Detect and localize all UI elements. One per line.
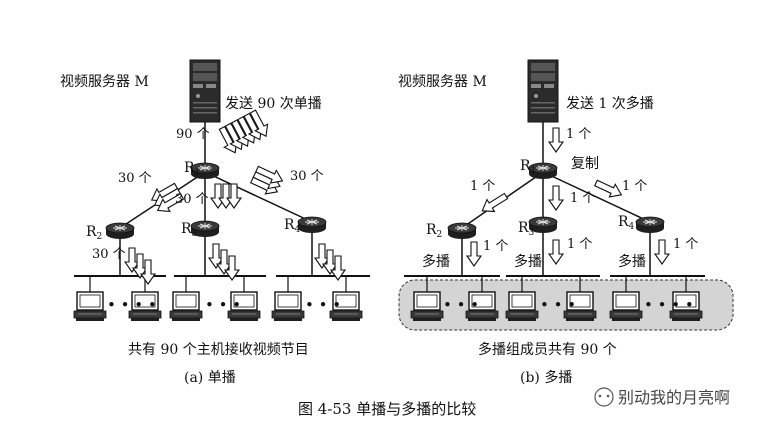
router-r2-icon (105, 222, 135, 240)
server-label: 视频服务器 M (60, 74, 149, 90)
r1-in-label: 1 个 (566, 127, 591, 142)
lan3-label: 多播 (618, 253, 646, 270)
router-r4-icon (297, 216, 327, 234)
host-icon (505, 291, 539, 322)
ellipsis: • • • • (107, 296, 157, 314)
r1-to-r3-label: 1 个 (570, 191, 595, 206)
wechat-icon (594, 387, 614, 407)
r4-label: R4 (284, 217, 301, 235)
video-server-icon (527, 59, 559, 123)
lan1-label: 多播 (422, 253, 450, 270)
host-icon (609, 291, 643, 322)
lan2-label: 多播 (514, 253, 542, 270)
r2-out-label: 1 个 (483, 239, 508, 254)
r2-out-label: 30 个 (92, 247, 126, 262)
host-icon (73, 291, 107, 322)
host-icon (271, 291, 305, 322)
multicast-hosts-caption: 多播组成员共有 90 个 (478, 341, 617, 358)
figure-caption: 图 4-53 单播与多播的比较 (298, 400, 476, 418)
watermark: 别动我的月亮啊 (594, 387, 730, 407)
watermark-text: 别动我的月亮啊 (618, 388, 730, 407)
host-icon (410, 291, 444, 322)
unicast-hosts-caption: 共有 90 个主机接收视频节目 (128, 341, 309, 358)
r1-to-r4-label: 1 个 (622, 179, 647, 194)
send-label: 发送 1 次多播 (566, 95, 654, 112)
r3-label: R3 (181, 221, 198, 239)
r1-label: R1 (520, 158, 536, 176)
ellipsis: • • • (443, 296, 479, 314)
router-r2-icon (447, 222, 477, 240)
host-icon (169, 291, 203, 322)
multicast-panel: 视频服务器 M 发送 1 次多播 • • • • • • • • (398, 59, 734, 386)
r1-to-r2-label: 1 个 (470, 179, 495, 194)
r1-to-r4-label: 30 个 (290, 169, 324, 184)
unicast-panel: 视频服务器 M 发送 90 次单播 • • • • • (60, 59, 370, 386)
copy-label: 复制 (571, 155, 599, 172)
unicast-caption: (a) 单播 (184, 370, 236, 386)
r1-label: R1 (184, 160, 200, 178)
video-server-icon (189, 59, 221, 123)
r2-label: R2 (86, 224, 102, 242)
r1-to-r2-label: 30 个 (118, 171, 152, 186)
r3-out-label: 1 个 (567, 237, 592, 252)
r1-to-r3-label: 30 个 (175, 192, 209, 207)
multicast-caption: (b) 多播 (520, 369, 572, 386)
server-label: 视频服务器 M (398, 74, 487, 90)
r3-label: R3 (518, 220, 535, 238)
r4-out-label: 1 个 (673, 237, 698, 252)
router-r4-icon (635, 216, 665, 234)
r1-in-label: 90 个 (176, 127, 210, 142)
r2-label: R2 (426, 222, 442, 240)
r4-label: R4 (618, 214, 635, 232)
ellipsis: • • • (205, 296, 241, 314)
send-label: 发送 90 次单播 (225, 96, 322, 112)
ellipsis: • • • (305, 296, 341, 314)
ellipsis: • • • • (644, 296, 694, 314)
ellipsis: • • • (540, 296, 576, 314)
